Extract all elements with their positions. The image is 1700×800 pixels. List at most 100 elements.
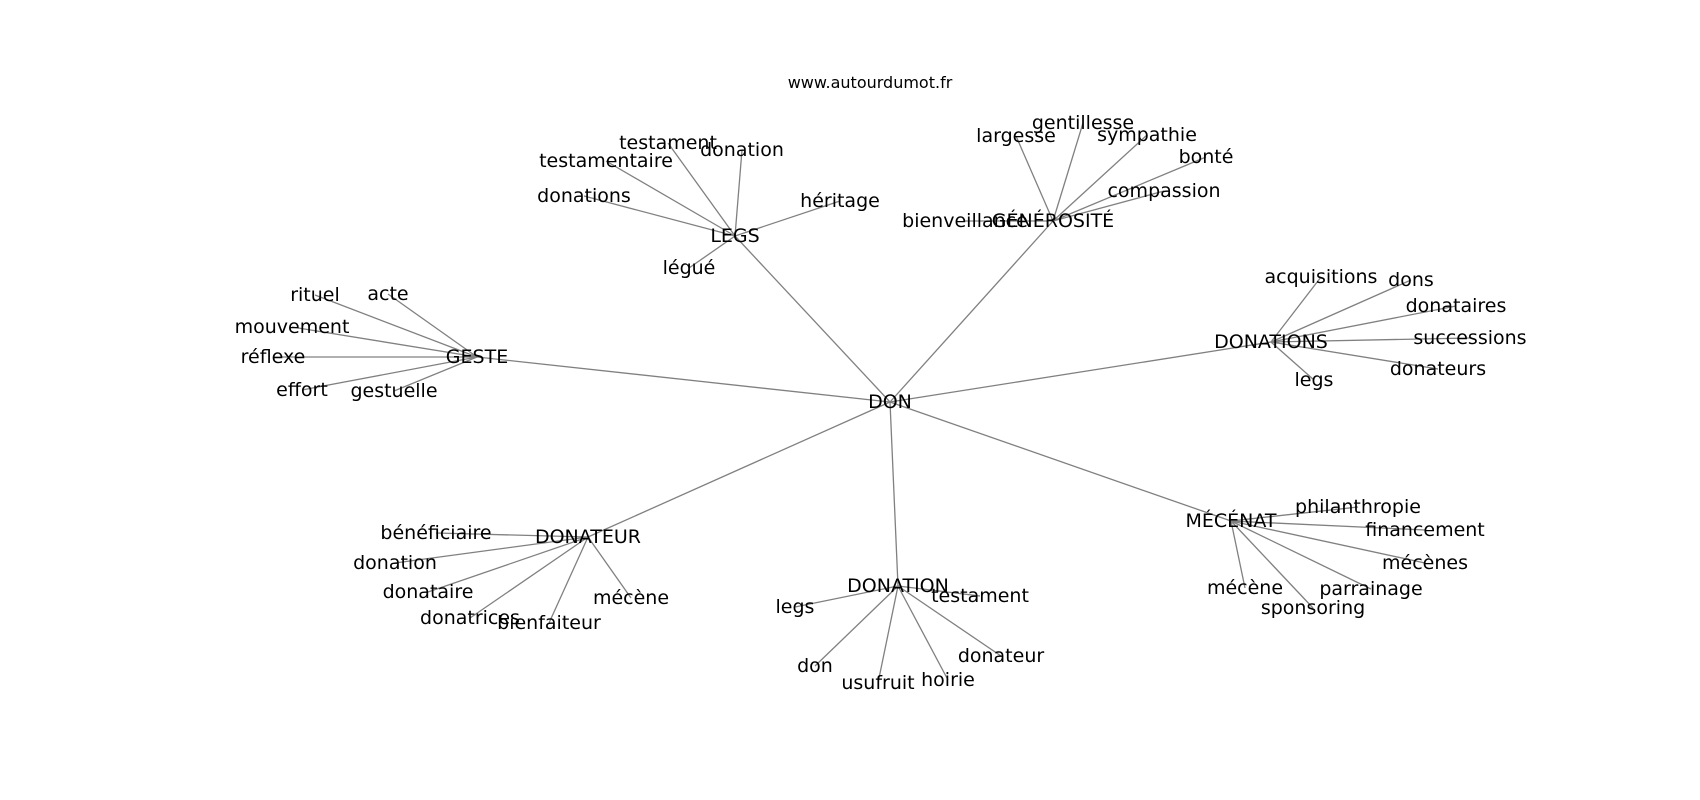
word-node: mouvement xyxy=(235,316,350,338)
edge-donation-word xyxy=(897,585,949,681)
edge-geste-word xyxy=(387,293,478,358)
edge-donations-word xyxy=(1270,305,1457,343)
word-node: donatrices xyxy=(420,607,520,629)
edge-donations-word xyxy=(1270,276,1322,343)
edge-mecenat-word xyxy=(1230,520,1246,589)
edge-donation-word xyxy=(794,585,899,608)
edge-center-donations xyxy=(889,341,1272,403)
hub-node-geste: GESTE xyxy=(446,346,508,368)
word-node: rituel xyxy=(290,284,340,306)
word-node: donateur xyxy=(958,645,1045,667)
word-node: gentillesse xyxy=(1032,112,1134,134)
edge-generosite-word xyxy=(1052,134,1148,222)
word-node: parrainage xyxy=(1319,578,1422,600)
edge-donation-word xyxy=(814,585,899,667)
hub-node-legs: LEGS xyxy=(710,225,759,247)
edge-legs-word xyxy=(583,195,736,237)
edge-generosite-word xyxy=(1052,122,1084,222)
word-node: donataire xyxy=(383,581,474,603)
edge-donation-word xyxy=(877,585,899,684)
edge-center-donateur xyxy=(587,401,891,538)
hub-node-generosite: GÉNÉROSITÉ xyxy=(992,209,1114,232)
word-node: largesse xyxy=(976,125,1056,147)
word-node: donation xyxy=(700,139,784,161)
word-node: acquisitions xyxy=(1265,266,1378,288)
word-node: bénéficiaire xyxy=(380,522,491,544)
edge-mecenat-word xyxy=(1230,520,1426,564)
word-node: donateurs xyxy=(1390,358,1486,380)
hub-node-donation: DONATION xyxy=(847,575,949,597)
edge-donation-word xyxy=(897,585,981,597)
edge-center-geste xyxy=(476,356,891,403)
edge-legs-word xyxy=(734,149,743,237)
word-node: mécènes xyxy=(1382,552,1468,574)
word-node: bonté xyxy=(1179,146,1234,168)
word-node: bienveillance xyxy=(902,210,1028,232)
word-node: acte xyxy=(367,283,408,305)
edge-mecenat-word xyxy=(1230,506,1359,522)
word-node: usufruit xyxy=(841,672,914,694)
word-node: mécène xyxy=(1207,577,1283,599)
word-node: legs xyxy=(1295,369,1334,391)
edge-donations-word xyxy=(1270,279,1412,343)
word-node: gestuelle xyxy=(350,380,437,402)
word-node: mécène xyxy=(593,587,669,609)
word-node: dons xyxy=(1388,269,1434,291)
edge-generosite-word xyxy=(1015,135,1054,222)
center-node: DON xyxy=(868,391,912,413)
word-node: testament xyxy=(619,132,717,154)
word-node: compassion xyxy=(1107,180,1220,202)
word-node: bienfaiteur xyxy=(497,612,601,634)
edge-legs-word xyxy=(605,160,736,237)
edge-center-donation xyxy=(889,401,899,587)
word-node: legs xyxy=(776,596,815,618)
edge-donateur-word xyxy=(587,536,632,599)
edge-center-generosite xyxy=(889,220,1054,403)
word-node: donation xyxy=(353,552,437,574)
edge-generosite-word xyxy=(1052,190,1165,222)
graph-edges xyxy=(273,122,1471,684)
word-node: légué xyxy=(663,257,716,279)
edge-donateur-word xyxy=(548,536,589,624)
word-node: donations xyxy=(537,185,631,207)
word-node: réflexe xyxy=(241,346,306,368)
hub-node-donateur: DONATEUR xyxy=(535,526,641,548)
edge-donation-word xyxy=(897,585,1002,657)
edge-legs-word xyxy=(734,200,841,237)
hub-node-mecenat: MÉCÉNAT xyxy=(1185,509,1276,532)
edge-donateur-word xyxy=(394,536,589,564)
edge-donateur-word xyxy=(469,536,589,619)
edge-mecenat-word xyxy=(1230,520,1426,531)
edge-center-mecenat xyxy=(889,401,1232,522)
edge-legs-word xyxy=(667,142,736,237)
edge-legs-word xyxy=(688,235,736,269)
source-url: www.autourdumot.fr xyxy=(788,73,953,92)
word-node: hoirie xyxy=(921,669,975,691)
word-node: don xyxy=(797,655,833,677)
edge-center-legs xyxy=(734,235,891,403)
edge-geste-word xyxy=(393,356,478,392)
word-node: testamentaire xyxy=(539,150,673,172)
edge-donations-word xyxy=(1270,341,1315,381)
word-node: effort xyxy=(276,379,328,401)
word-node: donataires xyxy=(1406,295,1507,317)
word-node: testament xyxy=(931,585,1029,607)
word-node: héritage xyxy=(800,190,880,212)
hub-node-donations: DONATIONS xyxy=(1214,331,1328,353)
word-node: successions xyxy=(1413,327,1526,349)
word-node: sympathie xyxy=(1097,124,1197,146)
edge-donateur-word xyxy=(435,532,589,538)
edge-generosite-word xyxy=(1052,156,1207,222)
edge-geste-word xyxy=(291,326,478,358)
edge-donateur-word xyxy=(427,536,589,593)
word-node: philanthropie xyxy=(1295,496,1421,518)
edge-mecenat-word xyxy=(1230,520,1314,609)
graph-labels: www.autourdumot.fr DONLEGStestamentdonat… xyxy=(235,73,1527,694)
word-node: sponsoring xyxy=(1261,597,1365,619)
edge-mecenat-word xyxy=(1230,520,1372,590)
word-node: financement xyxy=(1365,519,1485,541)
edge-geste-word xyxy=(314,294,478,358)
edge-geste-word xyxy=(301,356,478,391)
edge-donations-word xyxy=(1270,341,1439,370)
